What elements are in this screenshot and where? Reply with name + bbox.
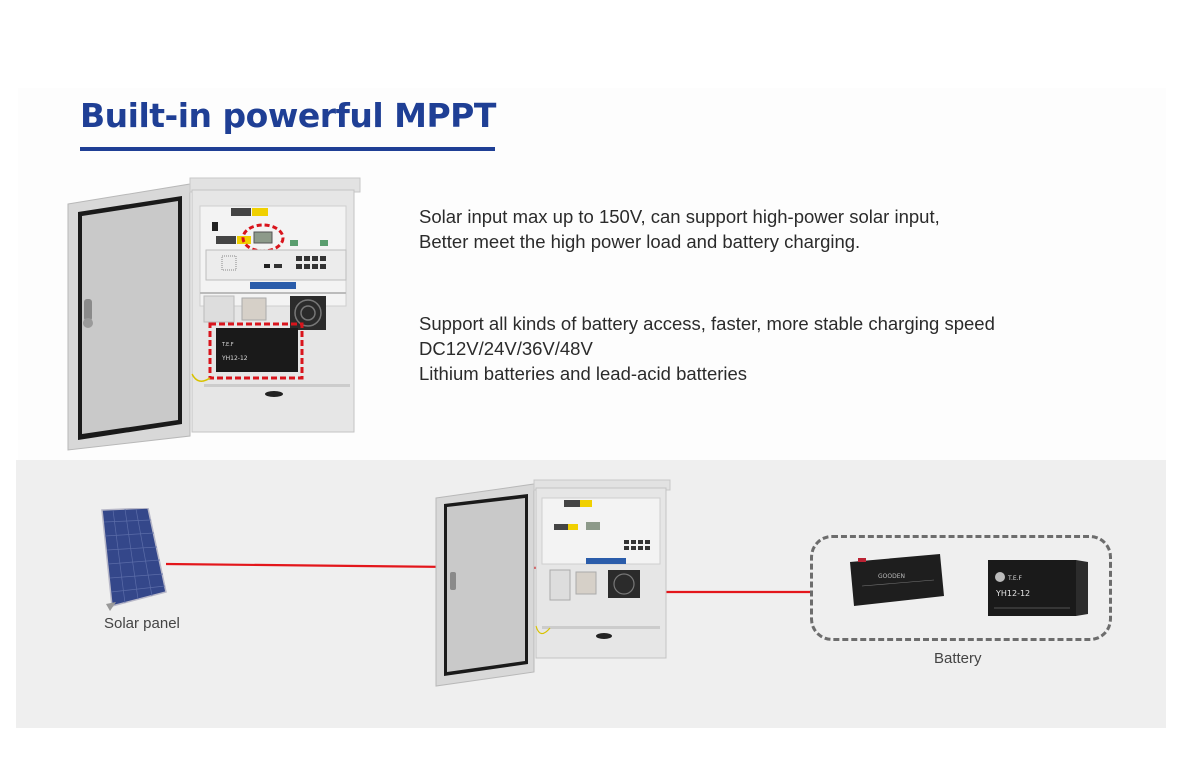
door-handle-icon: [84, 299, 92, 321]
cabinet-image-open: T.E.F YH12-12: [67, 177, 361, 451]
feature-line: Better meet the high power load and batt…: [419, 231, 861, 252]
battery-brand-text: GOODEN: [878, 573, 905, 580]
battery-label: Battery: [934, 650, 982, 667]
feature-line: Solar input max up to 150V, can support …: [419, 206, 940, 227]
feature-battery-support: Support all kinds of battery access, fas…: [419, 311, 995, 386]
battery-model-text: YH12-12: [995, 589, 1030, 598]
feature-line: Lithium batteries and lead-acid batterie…: [419, 363, 748, 384]
feature-line: Support all kinds of battery access, fas…: [419, 313, 995, 334]
feature-solar-input: Solar input max up to 150V, can support …: [419, 204, 940, 254]
door-handle-icon: [450, 572, 456, 590]
battery-highlight: [208, 322, 304, 380]
battery-image-2: T.E.F YH12-12: [988, 560, 1088, 616]
battery-brand-text: T.E.F: [221, 342, 234, 348]
solar-panel-label: Solar panel: [104, 615, 180, 632]
battery-in-cabinet: [216, 328, 298, 372]
battery-image-1: GOODEN: [850, 554, 944, 606]
battery-model-text: YH12-12: [221, 355, 248, 362]
solar-panel-icon: [101, 508, 167, 611]
cooling-fan-icon: [608, 570, 640, 598]
cabinet-image-wiring: [435, 479, 671, 687]
page-title: Built-in powerful MPPT: [80, 96, 496, 135]
mppt-display: [253, 231, 273, 244]
feature-line: DC12V/24V/36V/48V: [419, 338, 593, 359]
cabinet-door: [67, 183, 191, 451]
battery-brand-text: T.E.F: [1007, 575, 1023, 582]
title-underline: [80, 147, 495, 151]
cabinet-body: T.E.F YH12-12: [189, 177, 361, 433]
battery-group-outline: [810, 535, 1112, 641]
